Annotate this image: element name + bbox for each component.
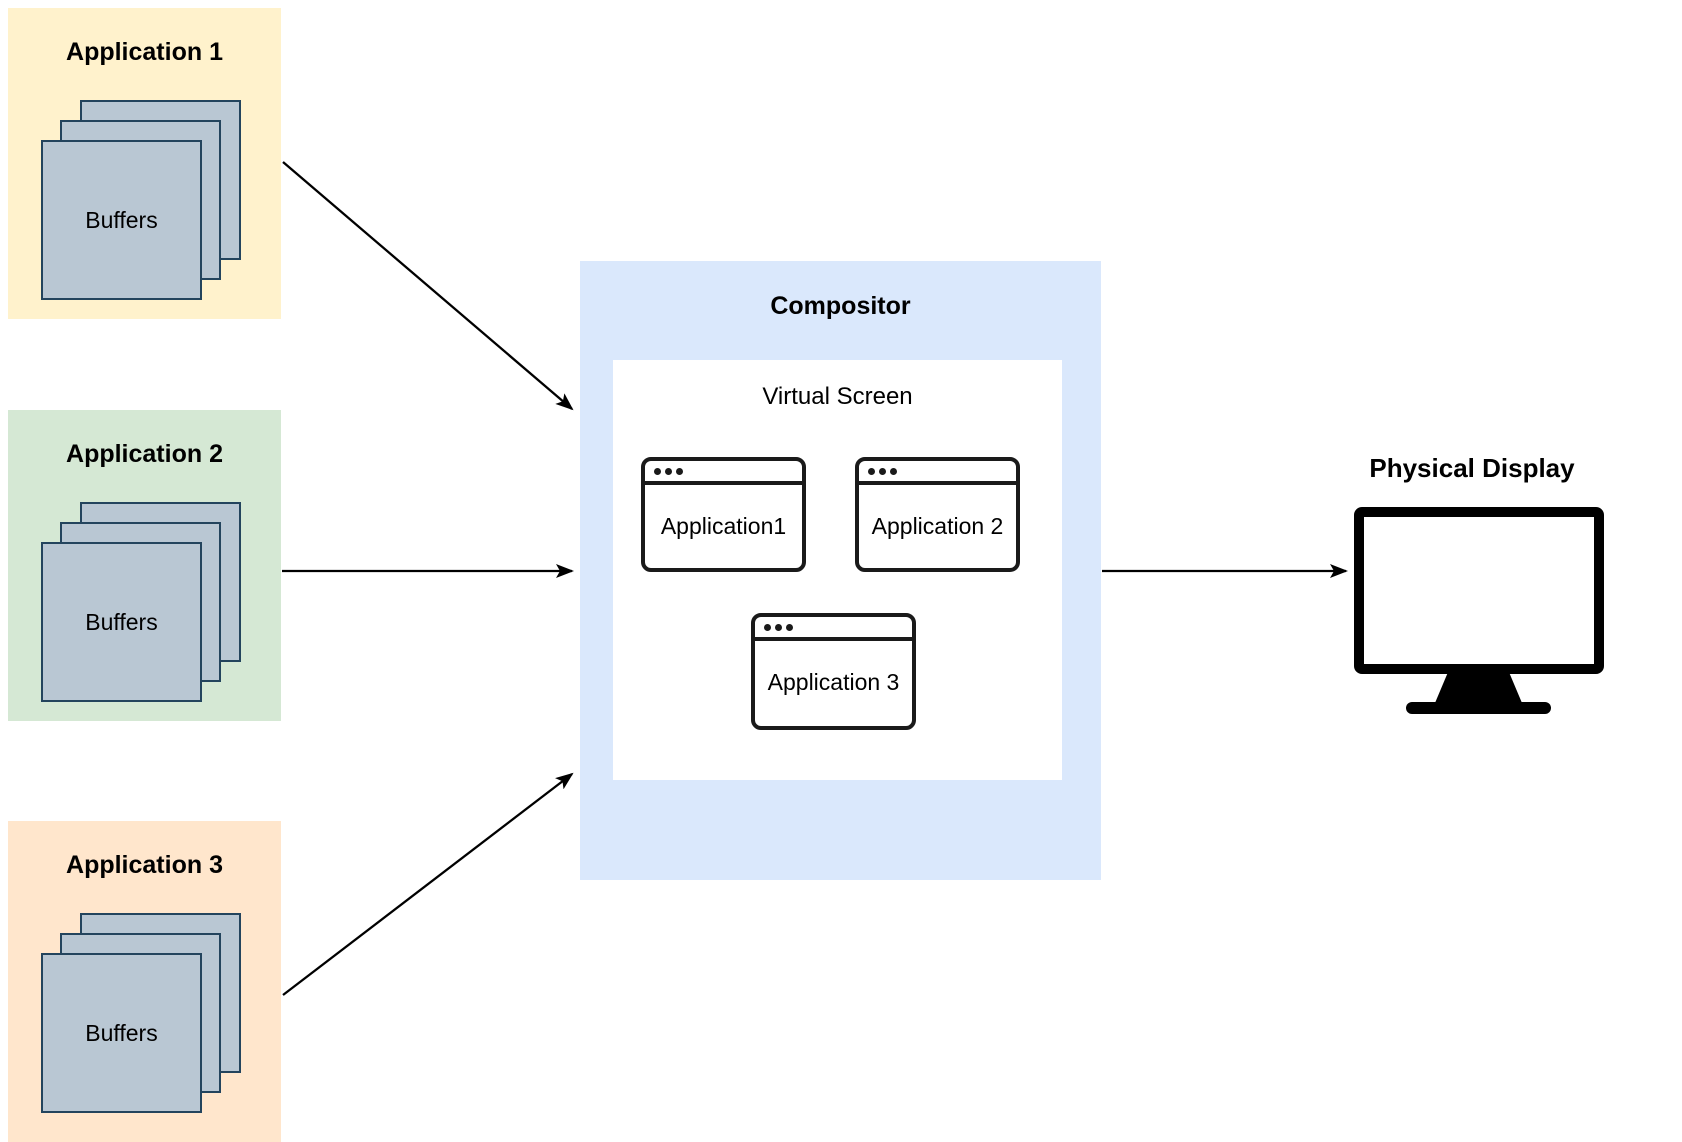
- window-titlebar: [859, 461, 1016, 485]
- window-dot-icon: [775, 623, 782, 631]
- virtual-screen-title: Virtual Screen: [762, 383, 913, 410]
- window-label: Application 3: [767, 669, 900, 695]
- window-dot-icon: [786, 623, 793, 631]
- window-dot-icon: [879, 467, 886, 475]
- window-application-1: Application1: [641, 457, 806, 572]
- application-2-box: Application 2 Buffers: [8, 410, 281, 721]
- buffers-label: Buffers: [85, 1019, 158, 1046]
- window-label: Application1: [660, 513, 787, 539]
- window-dot-icon: [676, 467, 683, 475]
- window-dot-icon: [764, 623, 771, 631]
- buffers-label: Buffers: [85, 608, 158, 635]
- buffers-label: Buffers: [85, 206, 158, 233]
- buffer-square-front: Buffers: [41, 140, 202, 300]
- window-dot-icon: [665, 467, 672, 475]
- buffer-square-front: Buffers: [41, 542, 202, 702]
- window-application-3: Application 3: [751, 613, 916, 730]
- monitor-base: [1406, 702, 1551, 714]
- application-3-title: Application 3: [66, 851, 223, 879]
- buffer-square-front: Buffers: [41, 953, 202, 1113]
- window-dot-icon: [654, 467, 661, 475]
- window-label: Application 2: [871, 513, 1004, 539]
- application-3-box: Application 3 Buffers: [8, 821, 281, 1142]
- monitor-icon: [1354, 507, 1604, 714]
- compositor-box: Compositor Virtual Screen Application1 A…: [580, 261, 1101, 880]
- monitor-stand: [1435, 672, 1522, 703]
- physical-display-title: Physical Display: [1369, 453, 1575, 483]
- window-titlebar: [755, 617, 912, 641]
- window-dot-icon: [890, 467, 897, 475]
- monitor-screen: [1354, 507, 1604, 674]
- application-1-box: Application 1 Buffers: [8, 8, 281, 319]
- window-application-2: Application 2: [855, 457, 1020, 572]
- virtual-screen-box: Virtual Screen Application1 Application …: [613, 360, 1062, 780]
- compositor-title: Compositor: [770, 292, 911, 320]
- arrow-app3-to-compositor: [282, 772, 574, 996]
- window-dot-icon: [868, 467, 875, 475]
- application-1-title: Application 1: [66, 38, 223, 66]
- window-titlebar: [645, 461, 802, 485]
- application-2-title: Application 2: [66, 440, 223, 468]
- arrow-app1-to-compositor: [282, 161, 574, 411]
